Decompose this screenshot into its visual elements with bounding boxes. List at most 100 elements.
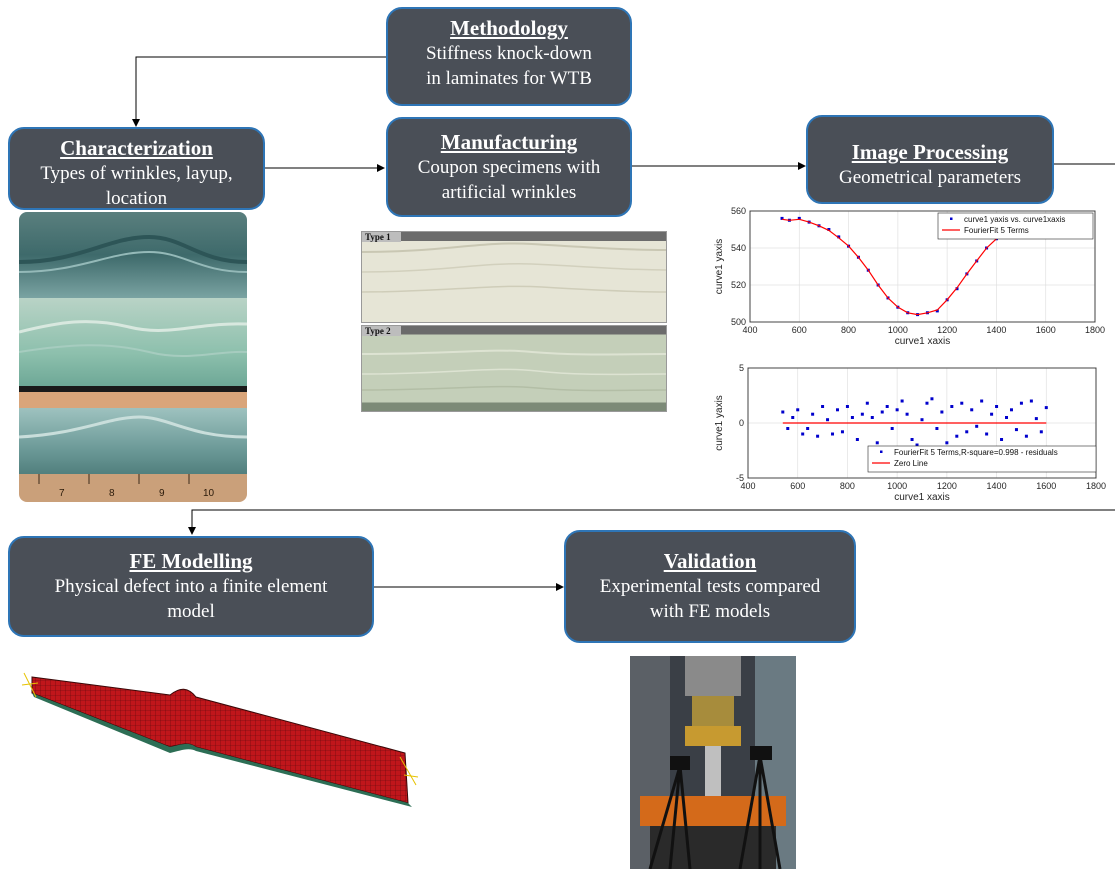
data-point [1024, 434, 1028, 438]
legend-entry: Zero Line [894, 459, 928, 468]
x-tick-label: 400 [740, 481, 755, 491]
data-point [811, 412, 815, 416]
data-point [970, 408, 974, 412]
validation-desc-line1: Experimental tests compared [599, 576, 821, 597]
x-axis-label: curve1 xaxis [894, 492, 950, 503]
data-point [801, 432, 805, 436]
plot-frame [747, 367, 1097, 479]
data-point [781, 410, 785, 414]
data-point [880, 410, 884, 414]
data-point [980, 399, 984, 403]
data-point [935, 309, 939, 313]
wrinkle-photo-stack: 7 8 9 10 [19, 212, 247, 502]
specimen-type1-label: Type 1 [362, 232, 401, 242]
specimen-type2-photo: Type 2 [361, 325, 667, 412]
legend-swatch [950, 217, 953, 220]
data-point [965, 430, 969, 434]
fe-modelling-desc-line2: model [167, 601, 215, 622]
data-point [925, 401, 929, 405]
data-point [850, 416, 854, 419]
data-point [806, 427, 810, 430]
data-point [780, 216, 784, 220]
manufacturing-desc-line1: Coupon specimens with [417, 157, 601, 178]
x-tick-label: 1800 [1086, 481, 1106, 491]
methodology-title: Methodology [450, 16, 568, 40]
data-point [1039, 430, 1043, 434]
data-point [845, 405, 849, 408]
manufacturing-desc-line2: artificial wrinkles [441, 182, 577, 203]
data-point [1005, 416, 1009, 419]
y-tick-label: 560 [731, 206, 746, 216]
fe-mesh-model [21, 672, 419, 807]
data-point [960, 401, 964, 405]
data-point [895, 408, 899, 412]
plot-frame [749, 210, 1096, 323]
x-tick-label: 1400 [987, 481, 1007, 491]
data-point [786, 427, 790, 430]
data-point [826, 418, 830, 422]
y-axis-label: curve1 yaxis [714, 239, 725, 295]
data-point [821, 405, 825, 408]
data-point [855, 438, 859, 441]
data-point [945, 441, 949, 445]
x-tick-label: 1400 [986, 325, 1006, 335]
image-processing-title: Image Processing [851, 140, 1009, 164]
x-tick-label: 800 [841, 325, 856, 335]
specimen-type1-photo: Type 1 [361, 231, 667, 323]
y-tick-label: -5 [736, 473, 744, 483]
data-point [890, 427, 894, 430]
data-point [885, 405, 889, 408]
data-point [910, 438, 914, 441]
y-axis-label: curve1 yaxis [714, 395, 725, 451]
legend-entry: curve1 yaxis vs. curve1xaxis [964, 215, 1065, 224]
characterization-desc-line2: location [105, 188, 168, 209]
data-point [860, 412, 864, 416]
data-point [870, 416, 874, 419]
data-point [791, 416, 795, 419]
data-point [900, 399, 904, 403]
x-tick-label: 1600 [1036, 481, 1056, 491]
x-tick-label: 1800 [1085, 325, 1105, 335]
ruler-number-8: 8 [109, 488, 115, 499]
data-point [875, 441, 879, 445]
data-point [940, 410, 944, 414]
data-point [827, 228, 831, 231]
y-tick-label: 5 [739, 363, 744, 373]
legend-swatch [880, 450, 883, 453]
fe-modelling-box: FE Modelling Physical defect into a fini… [8, 536, 374, 637]
methodology-desc-line1: Stiffness knock-down [426, 43, 592, 64]
data-point [1029, 399, 1033, 403]
x-tick-label: 1200 [937, 481, 957, 491]
data-point [1000, 438, 1004, 441]
x-tick-label: 1000 [887, 481, 907, 491]
test-rig-photo [630, 656, 796, 869]
characterization-desc-line1: Types of wrinkles, layup, [40, 163, 233, 184]
legend-entry: FourierFit 5 Terms,R-square=0.998 - resi… [894, 448, 1058, 457]
validation-desc-line2: with FE models [649, 601, 771, 622]
series-line-1 [781, 218, 1002, 316]
data-point [840, 430, 844, 434]
data-point [905, 412, 909, 416]
data-point [995, 405, 999, 408]
data-point [797, 216, 801, 220]
image-processing-desc-line1: Geometrical parameters [839, 167, 1021, 188]
fe-modelling-desc-line1: Physical defect into a finite element [54, 576, 328, 597]
data-point [1019, 401, 1023, 405]
ruler-number-9: 9 [159, 488, 165, 499]
data-point [816, 434, 820, 438]
fe-modelling-title: FE Modelling [129, 549, 253, 573]
x-tick-label: 1200 [937, 325, 957, 335]
y-tick-label: 500 [731, 317, 746, 327]
x-axis-label: curve1 xaxis [895, 336, 951, 347]
x-tick-label: 600 [790, 481, 805, 491]
data-point [930, 397, 934, 401]
x-tick-label: 1600 [1036, 325, 1056, 335]
data-point [985, 432, 989, 436]
manufacturing-box: Manufacturing Coupon specimens with arti… [386, 117, 632, 217]
x-tick-label: 800 [840, 481, 855, 491]
data-point [1014, 428, 1018, 432]
legend-entry: FourierFit 5 Terms [964, 226, 1029, 235]
